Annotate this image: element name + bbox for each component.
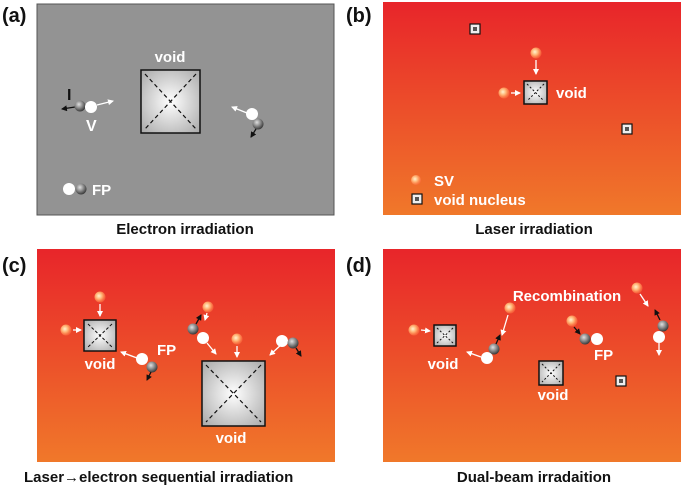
legend-interstitial-atom [75, 183, 87, 195]
void-box [433, 324, 457, 347]
interstitial-arrow [495, 334, 501, 345]
sv-atom [60, 324, 72, 336]
vacancy-arrow [120, 350, 138, 359]
panel-d: (d) Recombination void void FP [346, 249, 681, 486]
interstitial-arrow [195, 314, 202, 325]
vacancy-atom [653, 331, 665, 343]
interstitial-atom [657, 320, 669, 332]
vacancy-arrow [466, 350, 482, 358]
legend-vacancy-atom [63, 183, 75, 195]
sv-arrow [639, 293, 649, 307]
panel-b-void-label: void [556, 85, 587, 102]
interstitial-arrow-2 [250, 128, 257, 138]
sv-arrow [203, 312, 210, 321]
void-nucleus-icon [469, 23, 481, 35]
panel-d-caption: Dual-beam irradaition [457, 469, 611, 486]
legend-sv-label: SV [434, 173, 454, 190]
sv-arrow [573, 326, 581, 335]
panel-d-label: (d) [346, 255, 372, 277]
vacancy-atom [276, 335, 288, 347]
vacancy-arrow [206, 342, 217, 355]
vacancy-atom [197, 332, 209, 344]
panel-a: (a) void I V FP Electron irradiation [2, 3, 335, 238]
panel-a-label: (a) [2, 5, 26, 27]
panel-c-void-label-2: void [216, 430, 247, 447]
legend-void-nucleus-icon [411, 193, 423, 205]
vacancy-atom-2 [246, 108, 258, 120]
vacancy-atom [85, 101, 97, 113]
sv-atom [566, 315, 578, 327]
panel-a-void-label: void [155, 49, 186, 66]
panel-c-void-label-1: void [85, 356, 116, 373]
panel-b-caption: Laser irradiation [475, 221, 593, 238]
legend-void-nucleus-label: void nucleus [434, 192, 526, 209]
sv-atom [498, 87, 510, 99]
panel-b-background [383, 2, 681, 215]
interstitial-label: I [67, 87, 71, 104]
sv-atom [408, 324, 420, 336]
recombination-label: Recombination [513, 288, 621, 305]
panel-b: (b) void SV void nucleus Laser irradiati… [346, 2, 681, 238]
sv-atom [202, 301, 214, 313]
interstitial-arrow [146, 371, 152, 381]
panel-b-label: (b) [346, 5, 372, 27]
panel-c-caption-post: electron sequential irradiation [79, 469, 293, 486]
panel-c-caption-arrow: → [64, 469, 79, 486]
sv-atom [504, 302, 516, 314]
interstitial-atom [287, 337, 299, 349]
void-nucleus-icon [621, 123, 633, 135]
interstitial-arrow [61, 105, 76, 112]
panel-d-fp-label: FP [594, 347, 613, 364]
sv-arrow [420, 327, 431, 334]
panel-d-void-label-1: void [428, 356, 459, 373]
sv-atom [231, 333, 243, 345]
vacancy-atom [481, 352, 493, 364]
interstitial-atom [488, 343, 500, 355]
panel-c-caption: Laser→electron sequential irradiation [24, 469, 293, 486]
sv-atom [631, 282, 643, 294]
interstitial-arrow [654, 309, 661, 321]
sv-atom [94, 291, 106, 303]
void-box [201, 360, 266, 427]
void-box [523, 80, 548, 105]
panel-c: (c) void FP void [2, 249, 335, 486]
panel-c-fp-label: FP [157, 342, 176, 359]
legend-sv-atom [411, 175, 421, 185]
panel-d-void-label-2: void [538, 387, 569, 404]
interstitial-atom [146, 361, 158, 373]
interstitial-atom [74, 100, 86, 112]
vacancy-atom [136, 353, 148, 365]
vacancy-arrow-2 [231, 106, 248, 114]
panel-c-background [37, 249, 335, 462]
void-box [538, 360, 564, 386]
panel-a-caption: Electron irradiation [116, 221, 254, 238]
legend-fp-label: FP [92, 182, 111, 199]
void-box [140, 69, 201, 134]
vacancy-label: V [86, 118, 97, 135]
vacancy-arrow [96, 99, 114, 106]
panel-c-caption-pre: Laser [24, 469, 64, 486]
interstitial-atom [187, 323, 199, 335]
panel-c-label: (c) [2, 255, 26, 277]
sv-arrow [500, 314, 509, 336]
void-nucleus-icon [615, 375, 627, 387]
void-box [83, 319, 117, 352]
interstitial-atom [579, 333, 591, 345]
interstitial-atom-2 [252, 118, 264, 130]
vacancy-atom [591, 333, 603, 345]
interstitial-arrow [295, 347, 302, 357]
sv-atom [530, 47, 542, 59]
panel-d-background [383, 249, 681, 462]
